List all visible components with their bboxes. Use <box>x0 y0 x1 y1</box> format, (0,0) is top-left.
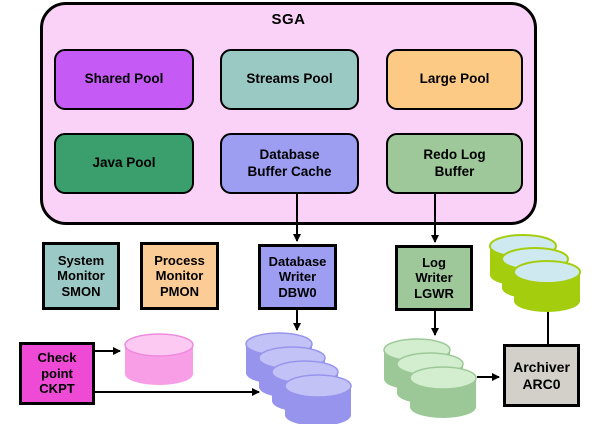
lgwr-label: Log Writer LGWR <box>414 254 454 301</box>
datafiles-disk-stack-icon <box>245 332 352 424</box>
streams-pool-label: Streams Pool <box>246 71 333 87</box>
ckpt-process-box: Check point CKPT <box>19 342 95 405</box>
java-pool-label: Java Pool <box>92 155 156 171</box>
dbw0-label: Database Writer DBW0 <box>268 253 327 300</box>
shared-pool-label: Shared Pool <box>84 71 164 87</box>
control-file-disk-icon <box>124 333 194 385</box>
pmon-label: Process Monitor PMON <box>154 252 205 299</box>
database-buffer-cache-label: Database Buffer Cache <box>247 146 332 179</box>
database-buffer-cache-box: Database Buffer Cache <box>220 133 359 194</box>
smon-process-box: System Monitor SMON <box>42 242 120 310</box>
large-pool-label: Large Pool <box>419 71 490 87</box>
large-pool-box: Large Pool <box>386 49 523 110</box>
smon-label: System Monitor SMON <box>57 252 105 299</box>
shared-pool-box: Shared Pool <box>54 49 194 110</box>
lgwr-process-box: Log Writer LGWR <box>395 245 473 311</box>
arc0-process-box: Archiver ARC0 <box>503 344 580 407</box>
java-pool-box: Java Pool <box>54 133 194 194</box>
archived-log-disk-stack-icon <box>489 234 581 312</box>
arc0-label: Archiver ARC0 <box>513 358 570 392</box>
dbw0-process-box: Database Writer DBW0 <box>258 244 337 310</box>
redo-log-buffer-box: Redo Log Buffer <box>386 133 523 194</box>
redo-log-disk-stack-icon <box>383 338 477 418</box>
sga-title: SGA <box>271 11 306 28</box>
streams-pool-box: Streams Pool <box>220 49 359 110</box>
pmon-process-box: Process Monitor PMON <box>140 242 219 310</box>
redo-log-buffer-label: Redo Log Buffer <box>423 146 486 179</box>
ckpt-label: Check point CKPT <box>37 350 77 397</box>
